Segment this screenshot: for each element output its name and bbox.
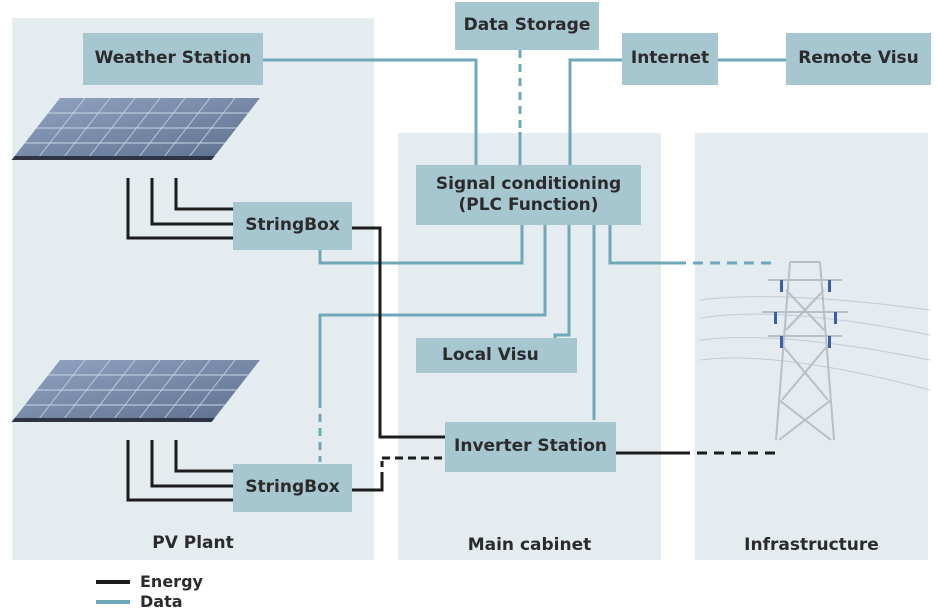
legend-data: Data [96,592,183,611]
legend-energy-label: Energy [140,572,203,591]
energy-legend-swatch [96,579,130,584]
stringbox-top: StringBox [233,202,352,250]
solar-panel-array-icon [11,98,260,160]
transmission-tower-icon [699,261,931,441]
solar-panel-array-icon [11,360,260,422]
energy-lines [126,178,778,502]
infrastructure-zone [695,133,928,560]
weather-station-box: Weather Station [83,33,263,85]
stringbox-bottom: StringBox [233,464,352,512]
signal-conditioning-subtitle: (PLC Function) [458,195,599,215]
signal-conditioning-box: Signal conditioning (PLC Function) [416,165,641,225]
legend-data-label: Data [140,592,183,611]
inverter-station-box: Inverter Station [445,422,616,472]
local-visu-box: Local Visu [416,338,577,373]
data-storage-box: Data Storage [455,2,599,50]
main-cabinet-label: Main cabinet [467,535,592,555]
infrastructure-label: Infrastructure [744,535,879,555]
pv-plant-label: PV Plant [152,533,234,553]
data-lines [262,50,786,462]
internet-box: Internet [622,33,718,85]
data-legend-swatch [96,599,130,604]
legend-energy: Energy [96,572,203,591]
signal-conditioning-title: Signal conditioning [435,173,622,194]
remote-visu-box: Remote Visu [786,33,931,85]
